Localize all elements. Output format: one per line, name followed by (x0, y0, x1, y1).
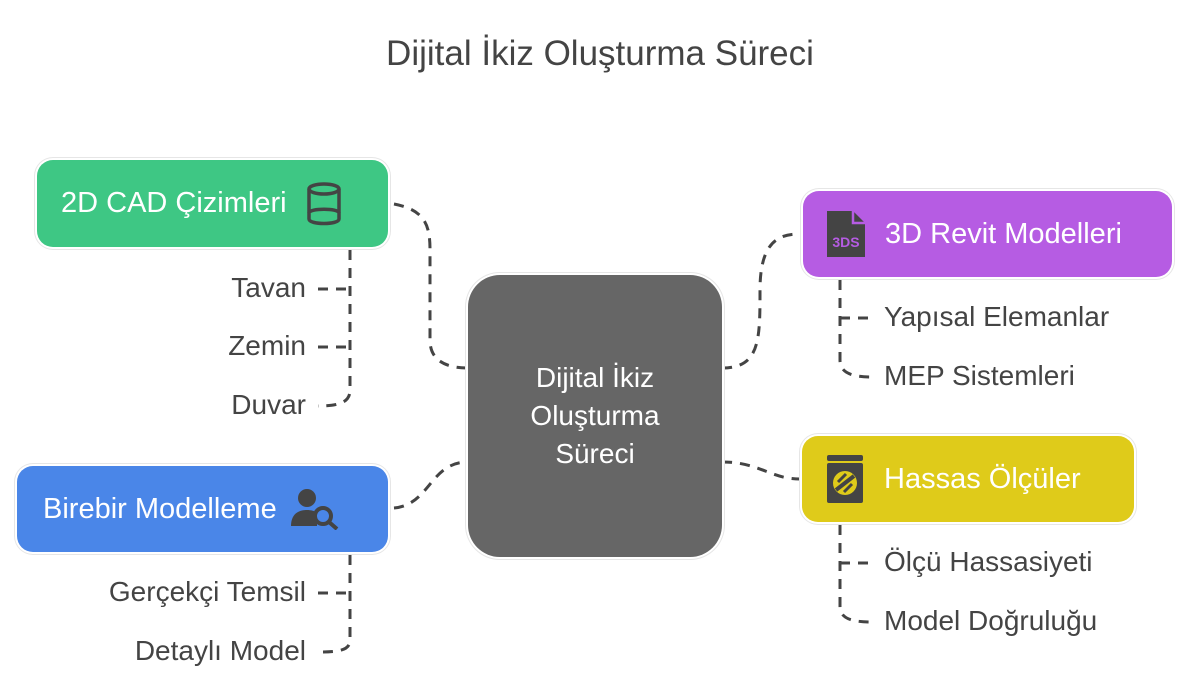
sub-item-duvar: Duvar (231, 389, 306, 420)
central-line-1: Dijital İkiz (535, 362, 655, 393)
node-label: Birebir Modelleme (43, 492, 277, 525)
central-node[interactable]: Dijital İkiz Oluşturma Süreci (468, 275, 722, 557)
sub-item-zemin: Zemin (228, 330, 306, 361)
central-line-3: Süreci (555, 438, 635, 469)
sub-item-yapisal-elemanlar: Yapısal Elemanlar (884, 301, 1110, 332)
node-2d-cad[interactable]: 2D CAD Çizimleri (37, 160, 388, 247)
connector-revit-items (838, 280, 873, 379)
sub-item-olcu-hassasiyeti: Ölçü Hassasiyeti (884, 546, 1093, 577)
node-3d-revit[interactable]: 3DS 3D Revit Modelleri (803, 191, 1172, 277)
user-search-icon (290, 488, 339, 530)
node-label: 2D CAD Çizimleri (61, 187, 287, 219)
diagram-title: Dijital İkiz Oluşturma Süreci (386, 34, 814, 73)
connector-revit (721, 232, 801, 370)
node-birebir-modelleme[interactable]: Birebir Modelleme (17, 466, 388, 552)
connector-cad (393, 202, 469, 370)
connector-hassas-items (838, 525, 873, 624)
sub-item-model-dogrulugu: Model Doğruluğu (884, 605, 1098, 636)
sub-item-mep-sistemleri: MEP Sistemleri (884, 360, 1075, 391)
connector-hassas (721, 460, 801, 481)
connector-cad-items (317, 250, 352, 408)
node-label: 3D Revit Modelleri (885, 217, 1122, 250)
measure-tool-icon (826, 454, 864, 504)
central-line-2: Oluşturma (530, 400, 660, 431)
3ds-file-icon: 3DS (825, 209, 867, 259)
connector-birebir (393, 460, 469, 510)
node-label: Hassas Ölçüler (884, 462, 1081, 495)
sub-item-gercekci-temsil: Gerçekçi Temsil (108, 576, 306, 607)
svg-text:3DS: 3DS (832, 234, 859, 250)
node-hassas-olculer[interactable]: Hassas Ölçüler (802, 436, 1134, 522)
sub-item-tavan: Tavan (231, 272, 306, 303)
sub-item-detayli-model: Detaylı Model (134, 635, 306, 666)
connector-birebir-items (317, 555, 352, 654)
cylinder-icon (305, 181, 343, 227)
